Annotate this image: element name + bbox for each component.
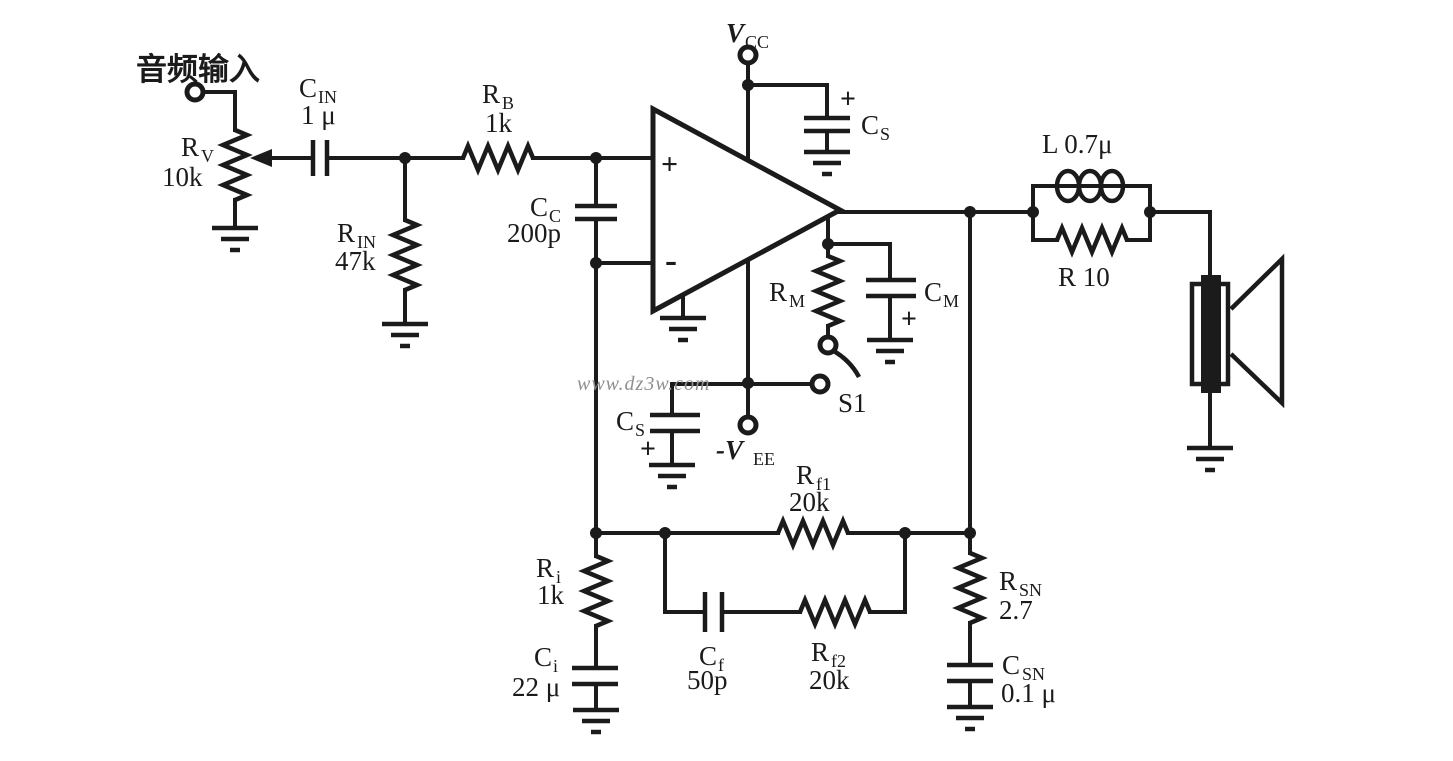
resistor-rf2 (800, 600, 870, 624)
vee-terminal (737, 414, 759, 436)
rv-value: 10k (162, 162, 203, 192)
resistor-rm (816, 256, 840, 326)
resistor-rf1 (778, 521, 848, 545)
cs-top-label-sub: S (880, 124, 890, 144)
ri-value: 1k (537, 580, 565, 610)
ground-csn (947, 707, 993, 729)
opamp-triangle (650, 104, 846, 316)
ri-label: R (536, 553, 554, 583)
cc-label: C (530, 192, 548, 222)
rv-label-sub: V (201, 146, 214, 166)
resistor-rb (463, 146, 533, 170)
potentiometer-rv (223, 130, 247, 200)
ground-rv (212, 228, 258, 250)
rin-label-sub: IN (357, 232, 376, 252)
cf-label: C (699, 641, 717, 671)
rsn-value: 2.7 (999, 595, 1033, 625)
rf1-value: 20k (789, 487, 830, 517)
vee-label: -V (716, 435, 745, 465)
ci-label-sub: i (553, 656, 558, 676)
vcc-terminal (737, 44, 759, 66)
speaker (1189, 253, 1285, 409)
rv-label: R (181, 132, 199, 162)
capacitor-cf (702, 592, 725, 632)
ground-opamp (660, 318, 706, 340)
output-inductor-l (1054, 168, 1126, 204)
rb-label-sub: B (502, 93, 514, 113)
rin-value: 47k (335, 246, 376, 276)
resistor-rin (393, 220, 417, 290)
cm-label: C (924, 277, 942, 307)
cf-label-sub: f (718, 655, 724, 675)
switch-s1-terminal-top (817, 334, 839, 356)
rf1-label: R (796, 460, 814, 490)
capacitor-cc (575, 203, 617, 222)
cm-polarity: + (901, 304, 917, 335)
cf-value: 50p (687, 665, 728, 695)
ci-label: C (534, 642, 552, 672)
audio-input-terminal (184, 81, 206, 103)
vcc-label: V (726, 18, 746, 48)
rm-label-sub: M (789, 291, 805, 311)
ground-rin (382, 324, 428, 346)
r10-label: R 10 (1058, 262, 1110, 292)
rf2-value: 20k (809, 665, 850, 695)
junction-dots (399, 79, 1156, 539)
cin-label-sub: IN (318, 87, 337, 107)
csn-value: 0.1 μ (1001, 678, 1056, 708)
cc-value: 200p (507, 218, 561, 248)
cin-label: C (299, 73, 317, 103)
capacitor-cs-bottom (650, 412, 700, 434)
rf1-label-sub: f1 (816, 474, 831, 494)
ground-speaker (1187, 448, 1233, 470)
wiper-arrow (250, 149, 272, 167)
opamp-plus-input: + (661, 148, 678, 181)
ground-cm (867, 340, 913, 362)
rsn-label-sub: SN (1019, 580, 1042, 600)
rf2-label-sub: f2 (831, 651, 846, 671)
rin-label: R (337, 218, 355, 248)
resistor-ri (584, 556, 608, 626)
capacitor-cs-top (804, 115, 850, 134)
rb-label: R (482, 79, 500, 109)
vee-label-sub: EE (753, 449, 775, 469)
csn-label: C (1002, 650, 1020, 680)
ground-cs-bottom (649, 465, 695, 487)
cs-top-polarity: + (840, 84, 856, 115)
cs-bottom-polarity: + (640, 434, 656, 465)
watermark: www.dz3w.com (577, 373, 711, 395)
switch-s1-terminal-bottom (809, 373, 831, 395)
ci-value: 22 μ (512, 672, 560, 702)
rf2-label: R (811, 637, 829, 667)
ground-ci (573, 710, 619, 732)
vcc-label-sub: CC (745, 32, 769, 52)
capacitor-cm (866, 277, 916, 299)
cc-label-sub: C (549, 206, 561, 226)
capacitor-cin (310, 140, 330, 176)
switch-s1-blade (830, 348, 861, 379)
cm-label-sub: M (943, 291, 959, 311)
rm-label: R (769, 277, 787, 307)
cin-value: 1 μ (301, 100, 336, 130)
audio-input-label: 音频输入 (136, 52, 260, 87)
csn-label-sub: SN (1022, 664, 1045, 684)
ground-cs-top (804, 152, 850, 174)
cs-bottom-label: C (616, 406, 634, 436)
output-resistor-r10 (1057, 228, 1127, 252)
s1-label: S1 (838, 388, 867, 418)
capacitor-ci (572, 665, 618, 687)
rb-value: 1k (485, 108, 513, 138)
cs-bottom-label-sub: S (635, 420, 645, 440)
opamp-minus-input: - (665, 240, 677, 280)
rsn-label: R (999, 566, 1017, 596)
resistor-rsn (958, 553, 982, 623)
cs-top-label: C (861, 110, 879, 140)
ri-label-sub: i (556, 567, 561, 587)
inductor-label: L 0.7μ (1042, 129, 1112, 159)
capacitor-csn (947, 662, 993, 684)
